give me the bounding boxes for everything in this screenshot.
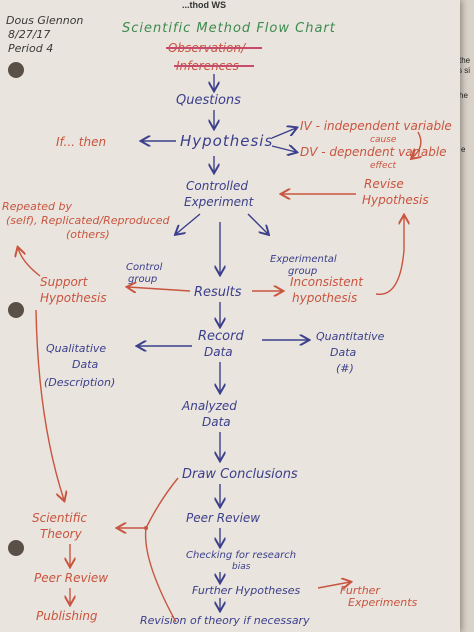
- quantitative-label: Quantitative: [316, 330, 385, 343]
- bias-label: bias: [232, 562, 251, 572]
- publishing-label: Publishing: [36, 609, 98, 623]
- worksheet-header: ...thod WS: [182, 0, 226, 10]
- others-label: (others): [66, 228, 110, 241]
- questions-node: Questions: [176, 93, 241, 108]
- under-sheet-text: s si: [458, 66, 470, 75]
- analyzed-data-node: Data: [202, 415, 231, 429]
- under-sheet-text: e: [461, 145, 466, 154]
- underlying-sheet: the s si he e: [456, 0, 474, 632]
- under-sheet-text: he: [459, 91, 468, 100]
- further-label: Further: [340, 584, 381, 597]
- qualitative-label: Qualitative: [46, 342, 106, 355]
- junction-dot: [144, 526, 148, 530]
- arrow: [271, 146, 296, 152]
- revise-label: Revise: [364, 177, 404, 191]
- support-hypothesis-label: Hypothesis: [40, 291, 107, 305]
- quantitative-data-label: Data: [330, 346, 357, 359]
- period: Period 4: [8, 42, 53, 55]
- control-group-label: Control: [126, 262, 163, 273]
- revision-of-theory-node: Revision of theory if necessary: [140, 614, 310, 627]
- arrow: [412, 131, 421, 158]
- if-then-label: If... then: [56, 135, 106, 149]
- record-node: Record: [198, 329, 244, 344]
- bracket-line: [144, 477, 179, 623]
- experimental-group-label: Experimental: [270, 254, 337, 265]
- further-experiments-label: Experiments: [348, 596, 418, 609]
- page-title: Scientific Method Flow Chart: [122, 21, 336, 36]
- control-group-label: group: [128, 274, 157, 285]
- arrow: [176, 213, 201, 234]
- binder-hole-icon: [8, 540, 24, 556]
- replicated-label: (self), Replicated/Reproduced: [6, 214, 170, 227]
- under-sheet-text: the: [459, 56, 471, 65]
- description-label: (Description): [44, 376, 115, 389]
- hypothesis-node: Hypothesis: [180, 132, 273, 150]
- arrow: [35, 309, 64, 500]
- iv-label: IV - independent variable: [300, 119, 452, 133]
- qualitative-data-label: Data: [72, 358, 99, 371]
- binder-hole-icon: [8, 62, 24, 78]
- experimental-group-label: group: [288, 266, 317, 277]
- data-node: Data: [204, 345, 233, 359]
- checking-node: Checking for research: [186, 550, 296, 561]
- peer-review-node: Peer Review: [186, 511, 260, 525]
- arrow: [128, 287, 191, 291]
- peer-review-left-label: Peer Review: [34, 571, 108, 585]
- student-name: Dous Glennon: [6, 14, 83, 27]
- arrow: [317, 582, 350, 588]
- scientific-theory-label: Theory: [40, 527, 83, 541]
- experiment-node: Experiment: [184, 195, 255, 209]
- analyzed-node: Analyzed: [181, 399, 237, 413]
- arrow: [247, 213, 268, 234]
- scientific-label: Scientific: [32, 511, 87, 525]
- repeated-label: Repeated by: [2, 200, 72, 213]
- binder-hole-icon: [8, 302, 24, 318]
- number-sign-label: (#): [336, 362, 354, 375]
- worksheet-paper: ...thod WS: [0, 0, 460, 632]
- support-label: Support: [40, 275, 89, 289]
- controlled-node: Controlled: [186, 179, 248, 193]
- revise-hypothesis-label: Hypothesis: [362, 193, 429, 207]
- draw-conclusions-node: Draw Conclusions: [182, 467, 298, 482]
- arrow: [375, 216, 404, 295]
- dv-label: DV - dependent variable: [300, 145, 447, 159]
- arrow: [271, 128, 296, 139]
- results-node: Results: [194, 285, 242, 300]
- effect-label: effect: [370, 161, 397, 171]
- cause-label: cause: [370, 135, 397, 145]
- arrow: [18, 248, 41, 277]
- inconsistent-hypothesis-label: hypothesis: [292, 291, 357, 305]
- inconsistent-label: Inconsistent: [290, 275, 364, 289]
- further-hypotheses-node: Further Hypotheses: [192, 584, 300, 597]
- date: 8/27/17: [8, 28, 50, 41]
